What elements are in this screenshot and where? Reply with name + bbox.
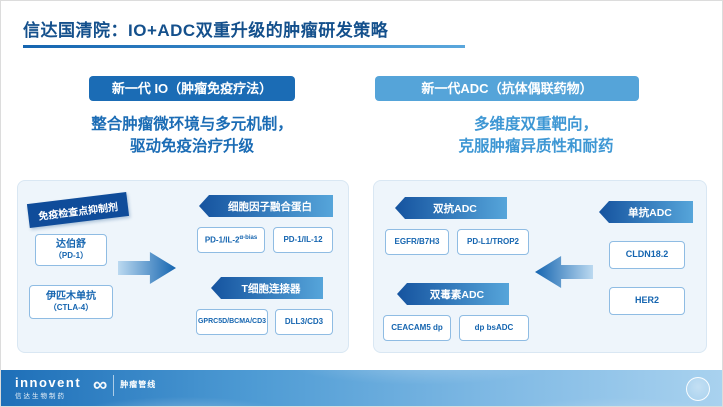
innovent-logo: innovent 信达生物制药	[15, 375, 82, 401]
tcell-engager-banner: T细胞连接器	[211, 277, 323, 299]
seal-badge-icon	[686, 377, 710, 401]
drug-box-her2: HER2	[609, 287, 685, 315]
io-subtitle: 整合肿瘤微环境与多元机制， 驱动免疫治疗升级	[25, 114, 359, 159]
drug-box-ceacam5: CEACAM5 dp	[383, 315, 451, 341]
drug-name: PD-1/IL-12	[283, 235, 323, 244]
cytokine-fusion-banner: 细胞因子融合蛋白	[199, 195, 333, 217]
superscript: α-bias	[239, 234, 258, 241]
drug-box-dll3: DLL3/CD3	[275, 309, 333, 335]
io-subtitle-line1: 整合肿瘤微环境与多元机制，	[91, 116, 293, 133]
drug-name: dp bsADC	[474, 323, 514, 332]
pipeline-label: 肿瘤管线	[113, 375, 156, 396]
drug-name: CLDN18.2	[625, 249, 669, 260]
mono-adc-banner: 单抗ADC	[599, 201, 693, 223]
drug-box-sintilimab: 达伯舒 （PD-1）	[35, 234, 107, 266]
drug-target: （PD-1）	[53, 251, 89, 261]
io-subtitle-line2: 驱动免疫治疗升级	[129, 138, 254, 156]
drug-name: CEACAM5 dp	[391, 323, 443, 332]
drug-box-cldn182: CLDN18.2	[609, 241, 685, 269]
io-section-header: 新一代 IO（肿瘤免疫疗法）	[89, 76, 295, 101]
bispecific-adc-banner: 双抗ADC	[395, 197, 507, 219]
infinity-icon: ∞	[93, 374, 108, 397]
adc-section-header: 新一代ADC（抗体偶联药物）	[375, 76, 639, 101]
title-underline	[23, 45, 465, 48]
page-title: 信达国清院：IO+ADC双重升级的肿瘤研发策略	[23, 21, 389, 40]
dual-toxin-adc-banner: 双毒素ADC	[397, 283, 509, 305]
footer-band: innovent 信达生物制药 ∞ 肿瘤管线	[1, 370, 722, 406]
drug-box-pdl1-trop2: PD-L1/TROP2	[457, 229, 529, 255]
drug-box-egfr-b7h3: EGFR/B7H3	[385, 229, 449, 255]
drug-name: DLL3/CD3	[284, 317, 324, 326]
drug-box-pd1-il2: PD-1/IL-2α-bias	[197, 227, 265, 253]
pipeline-logo: ∞ 肿瘤管线	[93, 375, 156, 396]
drug-box-pd1-il12: PD-1/IL-12	[273, 227, 333, 253]
drug-name: 达伯舒	[56, 238, 86, 250]
brand-subtitle: 信达生物制药	[15, 393, 66, 401]
drug-name: GPRC5D/BCMA/CD3	[197, 317, 267, 325]
adc-subtitle-line1: 多维度双重靶向，	[473, 116, 598, 133]
drug-name: PD-L1/TROP2	[466, 237, 519, 246]
drug-name: PD-1/IL-2α-bias	[204, 234, 258, 245]
drug-box-gprc5d: GPRC5D/BCMA/CD3	[196, 309, 268, 335]
drug-name: EGFR/B7H3	[394, 237, 440, 246]
drug-name: HER2	[634, 295, 659, 306]
drug-target: （CTLA-4）	[48, 303, 94, 313]
brand-name: innovent	[15, 375, 82, 390]
adc-subtitle-line2: 克服肿瘤异质性和耐药	[458, 138, 614, 156]
drug-box-ipilimumab: 伊匹木单抗 （CTLA-4）	[29, 285, 113, 319]
drug-box-dp-bsadc: dp bsADC	[459, 315, 529, 341]
adc-subtitle: 多维度双重靶向， 克服肿瘤异质性和耐药	[369, 114, 703, 159]
drug-name: 伊匹木单抗	[46, 290, 96, 302]
